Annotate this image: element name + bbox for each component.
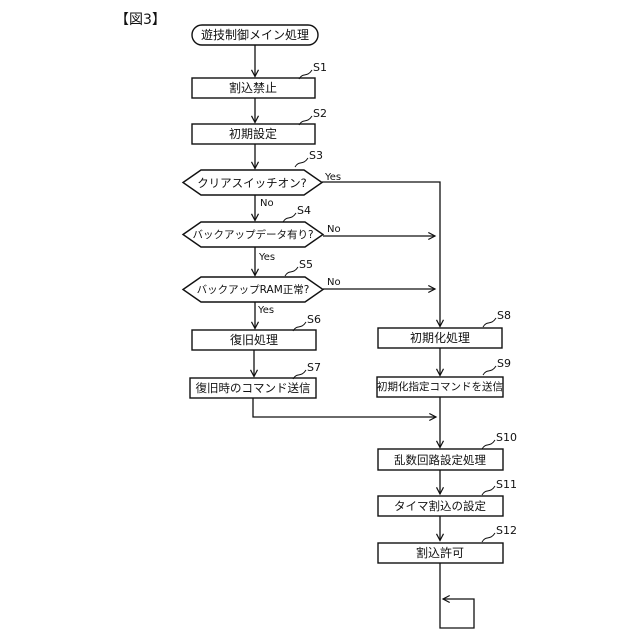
branch-label-s5-no: No	[327, 277, 341, 288]
step-label-s6: 復旧処理	[230, 332, 278, 347]
loop-connector	[439, 563, 475, 629]
step-id-s8: S8	[497, 309, 511, 322]
figure-label: 【図3】	[115, 12, 166, 28]
leader-s8	[482, 317, 497, 328]
step-box-s9	[376, 376, 504, 398]
step-id-s9: S9	[497, 357, 511, 370]
branch-label-s3-no: No	[260, 198, 274, 209]
step-id-s12: S12	[496, 524, 517, 537]
decision-s5	[181, 276, 325, 303]
decision-s4	[181, 221, 325, 248]
branch-label-s4-yes: Yes	[258, 252, 275, 263]
leader-s6	[292, 321, 307, 332]
step-box-s6	[191, 329, 317, 351]
decision-label-s3: クリアスイッチオン?	[197, 176, 307, 190]
step-box-s8	[377, 327, 503, 349]
step-id-s11: S11	[496, 478, 517, 491]
step-label-s12: 割込許可	[416, 545, 464, 560]
step-id-s10: S10	[496, 431, 517, 444]
step-id-s5: S5	[299, 258, 313, 271]
step-id-s3: S3	[309, 149, 323, 162]
decision-label-s5: バックアップRAM正常?	[197, 283, 310, 296]
leader-s5	[284, 266, 299, 277]
leader-s3	[294, 157, 309, 168]
step-box-s10	[377, 448, 504, 471]
step-label-s11: タイマ割込の設定	[394, 499, 486, 513]
step-label-s10: 乱数回路設定処理	[394, 453, 486, 467]
step-id-s2: S2	[313, 107, 327, 120]
leader-s12	[481, 532, 496, 543]
branch-label-s3-yes: Yes	[324, 172, 341, 183]
branch-label-s4-no: No	[327, 224, 341, 235]
leader-s9	[482, 365, 497, 376]
step-id-s1: S1	[313, 61, 327, 74]
step-label-s8: 初期化処理	[410, 331, 470, 345]
leader-s2	[298, 115, 313, 126]
step-label-s7: 復旧時のコマンド送信	[196, 381, 311, 395]
step-box-s7	[189, 377, 317, 399]
step-box-s12	[377, 542, 504, 564]
step-label-s1: 割込禁止	[229, 80, 277, 95]
connector-s7-merge	[252, 398, 436, 417]
step-id-s4: S4	[297, 204, 311, 217]
leader-s10	[481, 439, 496, 450]
branch-label-s5-yes: Yes	[257, 305, 274, 316]
decision-label-s4: バックアップデータ有り?	[192, 228, 313, 241]
leader-s1	[298, 69, 313, 80]
leader-s4	[282, 212, 297, 223]
terminal-start	[191, 24, 319, 46]
step-id-s7: S7	[307, 361, 321, 374]
step-box-s11	[377, 495, 504, 517]
terminal-start-label: 遊技制御メイン処理	[201, 27, 309, 42]
step-box-s1	[191, 77, 316, 99]
step-id-s6: S6	[307, 313, 321, 326]
decision-s3	[181, 169, 324, 196]
leader-s11	[481, 485, 496, 496]
step-box-s2	[191, 123, 316, 145]
leader-s7	[292, 369, 307, 380]
step-label-s9: 初期化指定コマンドを送信	[377, 380, 503, 393]
connector-s3-yes-s8	[322, 181, 440, 327]
step-label-s2: 初期設定	[229, 126, 277, 141]
